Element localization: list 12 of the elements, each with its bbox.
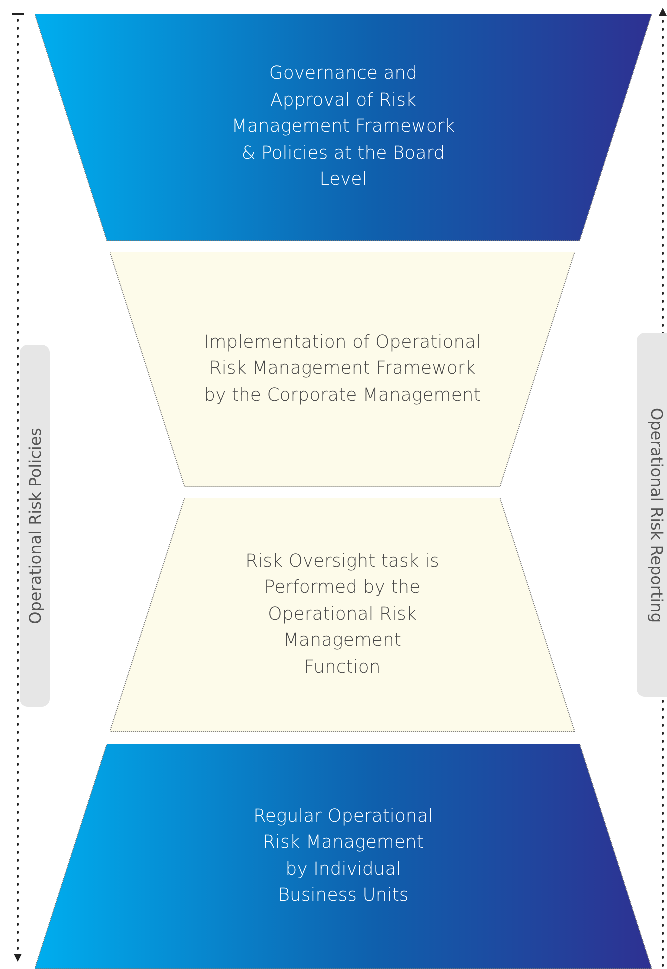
- band-text: Governance and Approval of Risk Management Framework & Policies at the Board Level: [230, 62, 456, 192]
- side-tab: [20, 345, 50, 707]
- tab-label: Operational Risk Policies: [26, 428, 44, 624]
- band-text: Regular Operational Risk Management by Individual Business Units: [254, 804, 434, 908]
- trapezoid-band: [35, 14, 652, 241]
- trapezoid-band: [110, 498, 575, 732]
- trapezoid-band: [35, 744, 652, 969]
- tab-label: Operational Risk Reporting: [648, 408, 666, 622]
- trapezoid-band: [110, 252, 575, 487]
- band-text: Risk Oversight task is Performed by the Operational Risk Management Function: [244, 550, 440, 680]
- band-text: Implementation of Operational Risk Management Framework by the Corporate Management: [202, 330, 482, 408]
- side-tab: [637, 333, 667, 697]
